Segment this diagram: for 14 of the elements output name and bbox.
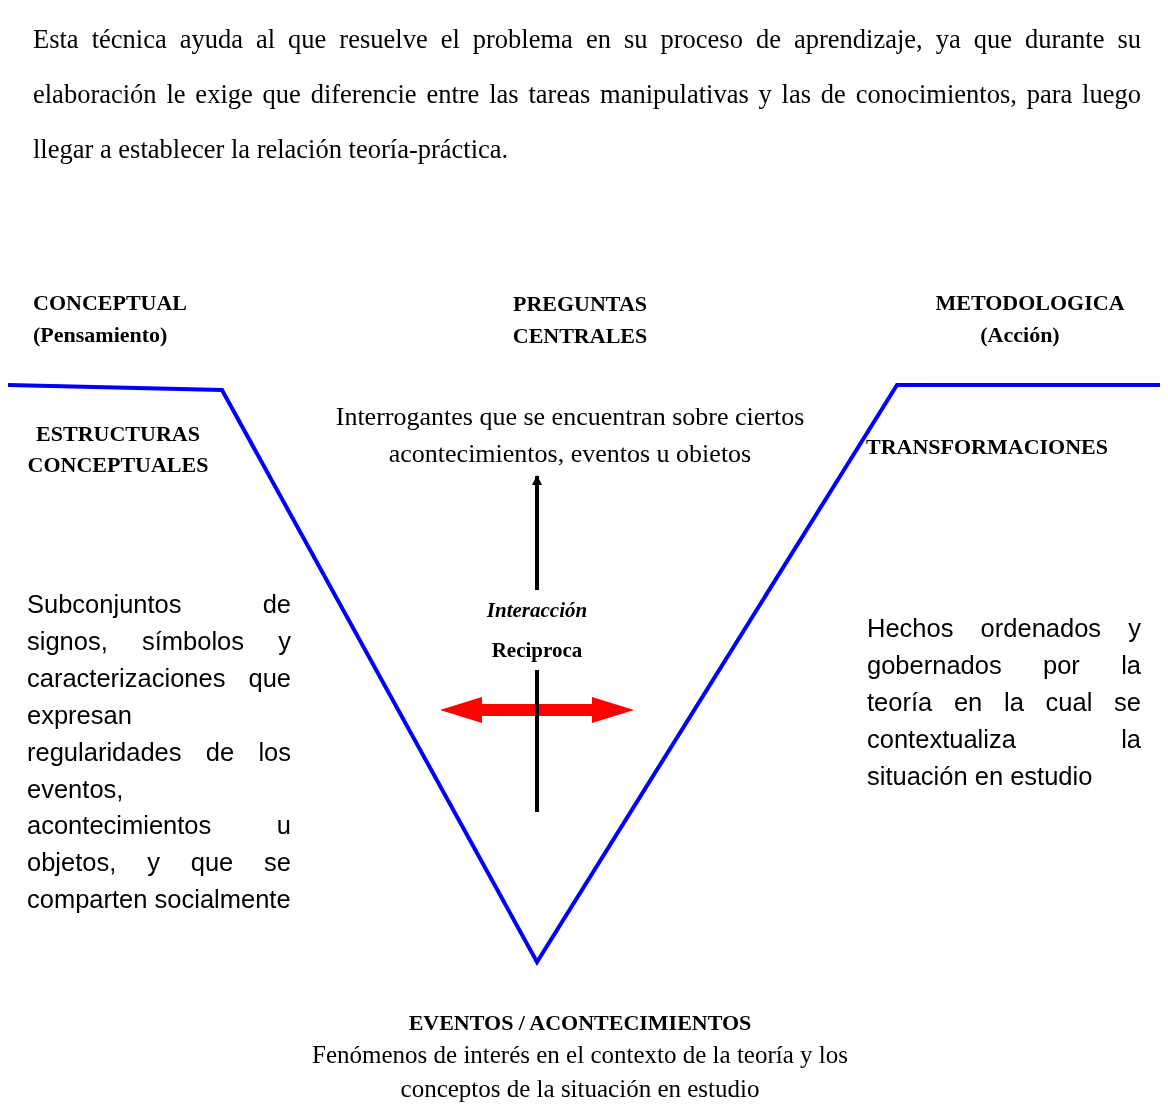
column-heading: CONCEPTUAL: [33, 289, 188, 317]
column-subheading: (Pensamiento): [33, 321, 169, 349]
section-heading: TRANSFORMACIONES: [866, 433, 1110, 461]
section-heading: ESTRUCTURAS CONCEPTUALES: [26, 420, 210, 479]
description-text: Subconjuntos de signos, símbolos y caracterizaciones que expresan regularidades de los eventos, acontecimientos u objetos, y que se comparten socialmente: [27, 589, 291, 916]
arrow: [532, 475, 542, 590]
column-subheading: (Acción): [979, 321, 1061, 349]
column-heading: PREGUNTAS CENTRALES: [511, 290, 649, 350]
column-heading: METODOLOGICA: [934, 289, 1126, 317]
question-text: Interrogantes que se encuentran sobre ciertos acontecimientos, eventos u obietos: [327, 398, 813, 472]
intro-paragraph: Esta técnica ayuda al que resuelve el problema en su proceso de aprendizaje, ya que durante su elaboración le exige que diferencie entre las tareas manipulativas y las de conocimientos, para luego llegar a establecer la relación teoría-práctica.: [33, 23, 1141, 166]
description-text: Hechos ordenados y gobernados por la teoría en la cual se contextualiza la situación en estudio: [867, 613, 1141, 792]
description-text: Fenómenos de interés en el contexto de la teoría y los conceptos de la situación en estudio: [311, 1040, 849, 1104]
section-heading: EVENTOS / ACONTECIMIENTOS: [407, 1009, 753, 1037]
